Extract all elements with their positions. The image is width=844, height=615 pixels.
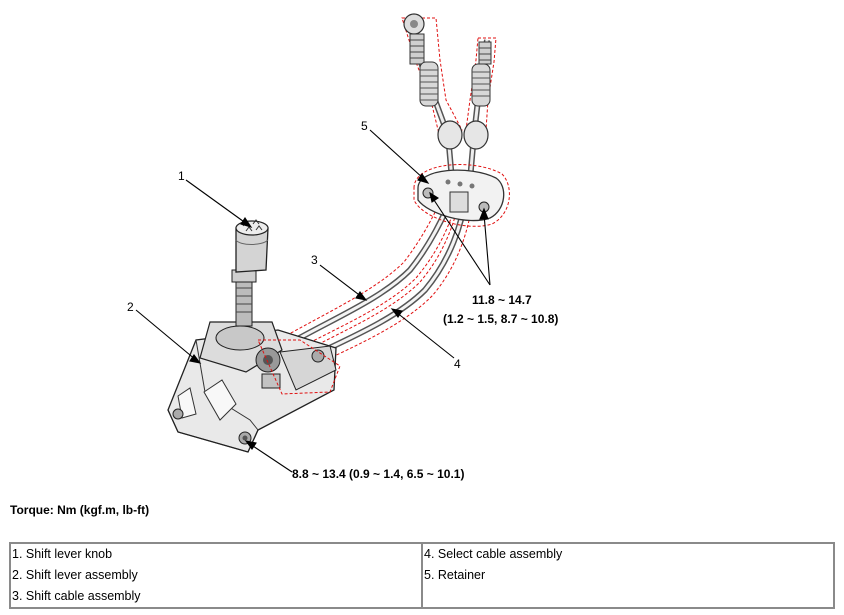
callout-2: 2: [127, 300, 134, 314]
legend-item: 4. Select cable assembly: [424, 547, 563, 561]
lever-assembly-torque: 8.8 ~ 13.4 (0.9 ~ 1.4, 6.5 ~ 10.1): [292, 467, 464, 481]
shift-lever-diagram: 1 2 3 4 5 11.8 ~ 14.7 (1.2 ~ 1.5, 8.7 ~ …: [127, 13, 558, 481]
shift-lever-assembly: [167, 269, 341, 453]
legend-column-left: 1. Shift lever knob 2. Shift lever assem…: [9, 542, 423, 609]
cable-ends: [403, 13, 492, 150]
parts-legend-table: 1. Shift lever knob 2. Shift lever assem…: [9, 542, 835, 609]
callout-3: 3: [311, 253, 318, 267]
leader-lines: [135, 129, 491, 473]
torque-units-heading: Torque: Nm (kgf.m, lb-ft): [10, 503, 150, 517]
shift-cable: [285, 194, 455, 348]
callout-4: 4: [454, 357, 461, 371]
legend-item: 1. Shift lever knob: [12, 547, 113, 561]
legend-item: 5. Retainer: [424, 568, 486, 582]
retainer: [413, 164, 510, 227]
legend-column-right: 4. Select cable assembly 5. Retainer: [421, 542, 835, 609]
legend-item: 3. Shift cable assembly: [12, 589, 141, 603]
legend-item: 2. Shift lever assembly: [12, 568, 138, 582]
retainer-torque-value: 11.8 ~ 14.7: [472, 293, 532, 307]
callout-1: 1: [178, 169, 185, 183]
callout-5: 5: [361, 119, 368, 133]
retainer-torque-units: (1.2 ~ 1.5, 8.7 ~ 10.8): [443, 312, 558, 326]
